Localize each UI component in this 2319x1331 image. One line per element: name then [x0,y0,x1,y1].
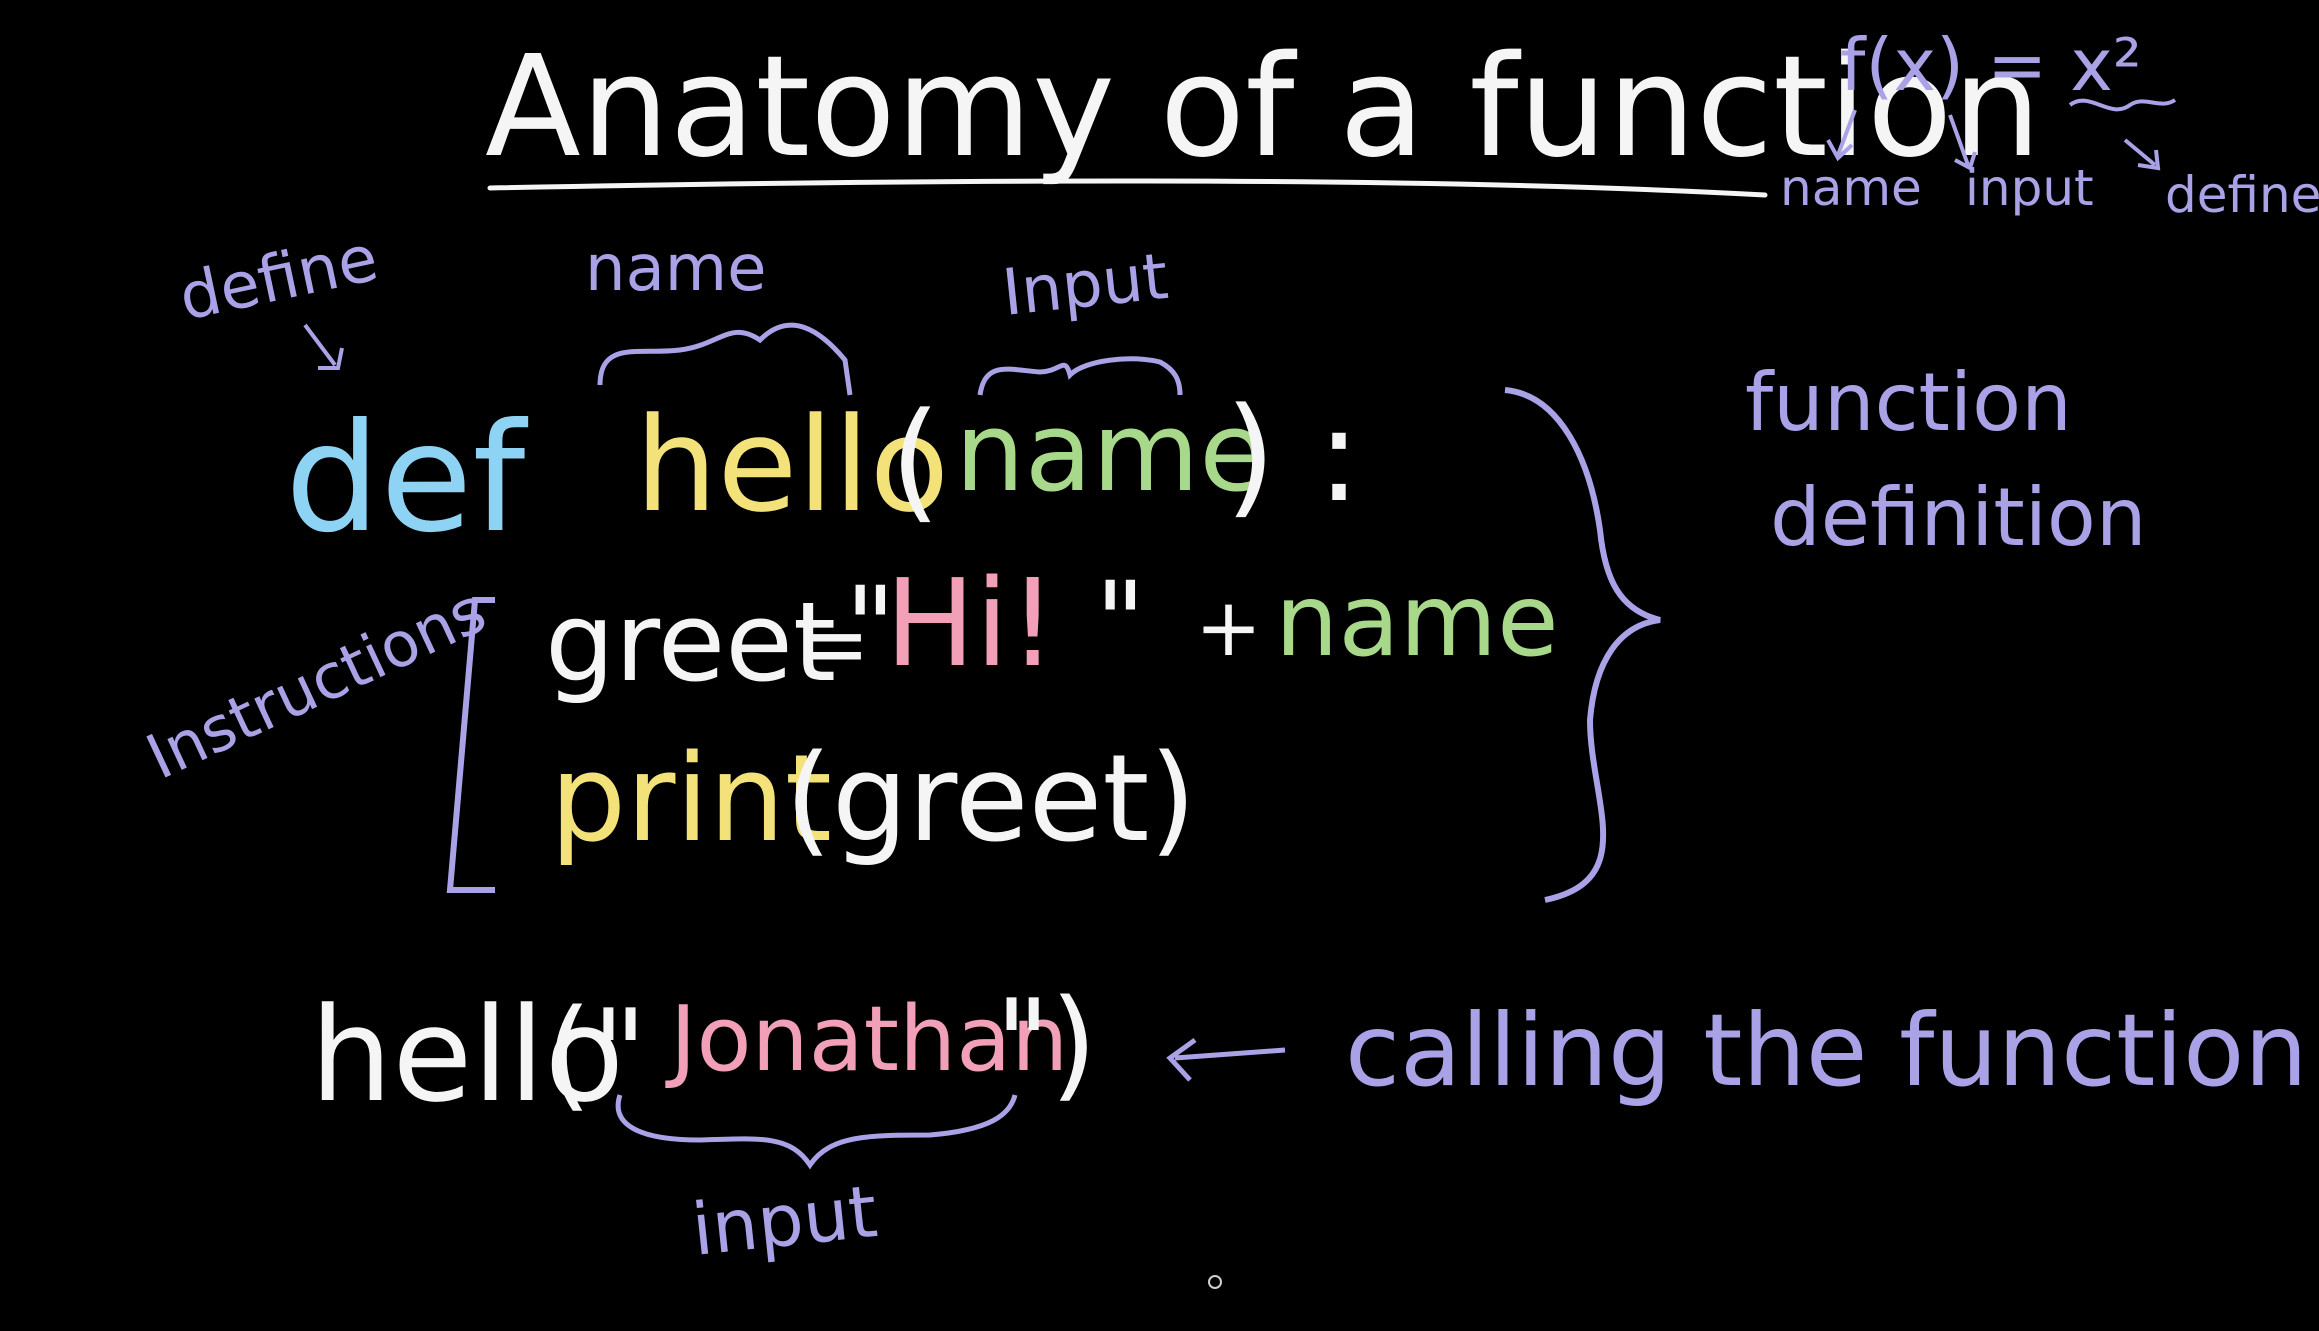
input-brace-bottom [615,1094,1018,1170]
calling-arrow [1166,1037,1286,1082]
math-label-name: name [1780,159,1922,217]
math-tilde [2068,98,2177,112]
cursor-dot [1208,1275,1222,1289]
title: Anatomy of a function [485,26,2041,189]
code-line1-name: name [1275,562,1559,679]
code-line1-quote-open: " [845,563,896,691]
name-brace [597,322,853,396]
name-annotation: name [585,232,767,306]
code-line2-print: print [550,730,832,869]
function-definition-brace [1504,387,1661,903]
calling-annotation: calling the function [1345,992,2308,1109]
code-call-name: hello [310,979,624,1131]
instructions-bracket [446,597,495,893]
function-definition-label-2: definition [1770,471,2147,564]
code-line1-var: greet [545,578,836,706]
code-line1-eq: = [795,592,870,697]
instructions-annotation: Instructions [135,574,496,794]
code-call-arg: Jonathan [665,987,1068,1092]
math-label-define: define [2165,166,2319,224]
code-def-keyword: def [285,392,529,566]
math-label-input: input [1965,159,2094,217]
code-close-paren-colon: ) : [1225,379,1361,531]
math-expression: f(x) = x² [1840,23,2142,107]
input-annotation-top: Input [999,240,1172,331]
code-call-close: ") [995,975,1097,1114]
code-func-name: hello [635,389,949,541]
define-annotation: define [173,222,384,336]
code-param: name [955,388,1267,516]
code-call-open: (" [545,985,647,1124]
input-brace-top [977,356,1183,396]
code-line1-plus: + [1195,581,1262,674]
math-arrow-define [2123,138,2161,171]
function-definition-label-1: function [1745,356,2072,449]
input-annotation-bottom: input [688,1169,881,1272]
math-arrow-input [1948,114,1977,171]
title-underline [487,178,1768,198]
math-arrow-name [1826,109,1857,162]
define-arrow [303,323,344,370]
code-open-paren: ( [890,384,941,536]
code-line1-string: Hi! [885,555,1057,694]
code-line2-args: (greet) [785,730,1196,869]
code-line1-quote-close: " [1095,558,1146,686]
